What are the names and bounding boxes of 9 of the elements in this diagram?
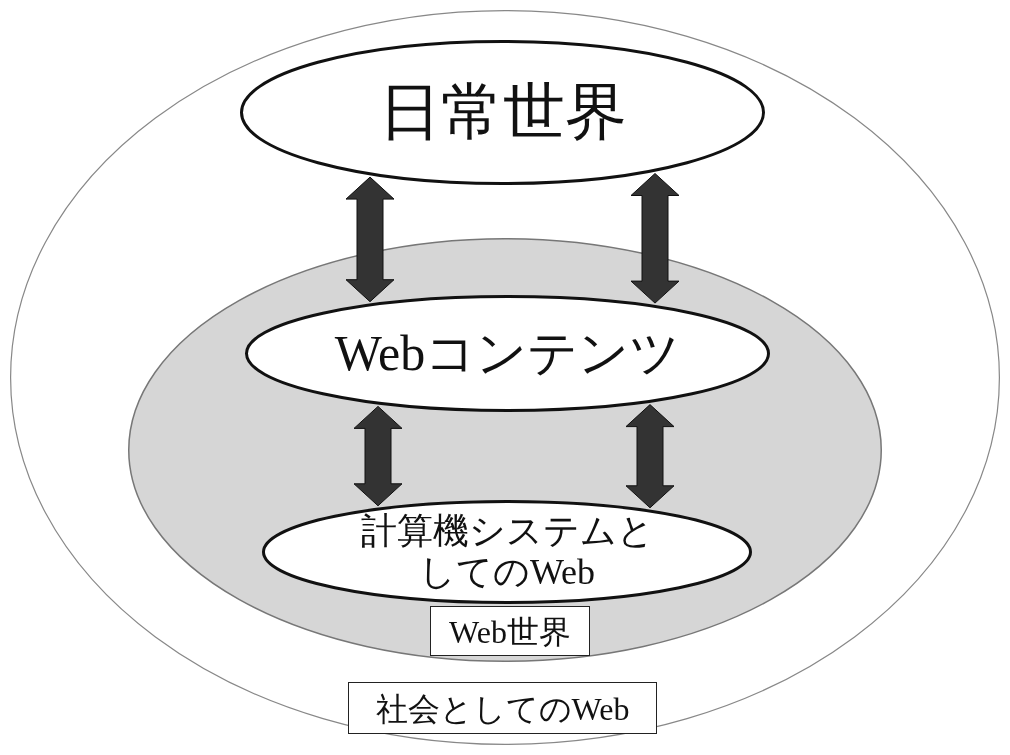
node-label: 計算機システムとしてのWeb [359,510,655,594]
region-label: Web世界 [430,606,590,656]
node-label: 日常世界 [378,76,627,148]
double-arrow [625,404,675,509]
node-label: Webコンテンツ [334,324,681,383]
double-arrow [345,176,395,303]
region-label: 社会としてのWeb [348,682,657,734]
double-arrow [353,405,403,507]
double-arrow [630,173,680,304]
